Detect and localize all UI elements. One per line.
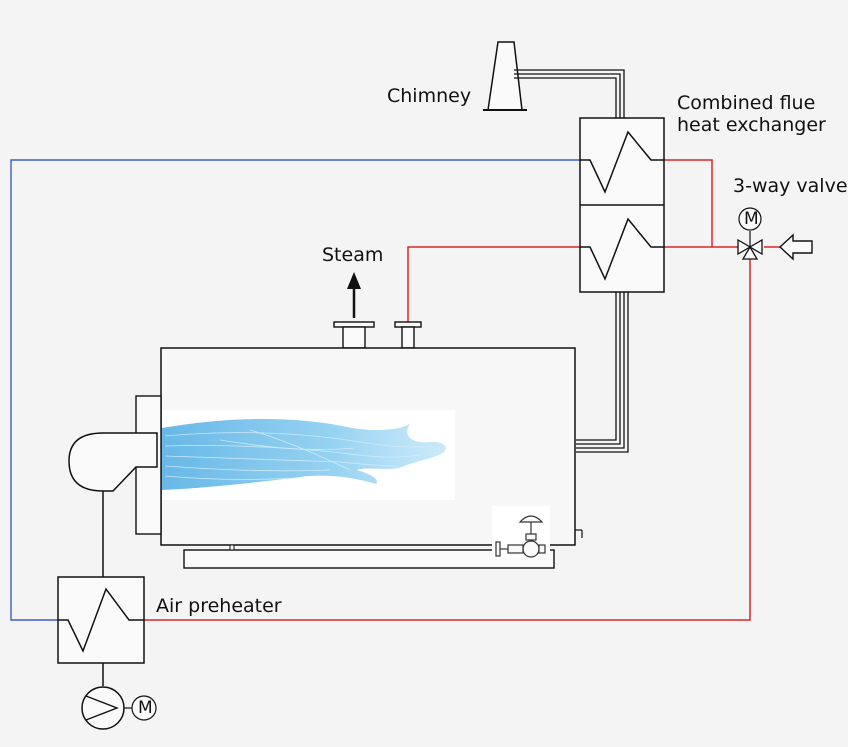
- inlet-arrow-icon: [778, 233, 813, 261]
- boiler-system-diagram: Chimney Combined flue heat exchanger 3-w…: [10, 41, 848, 730]
- motor-icon: [738, 207, 762, 231]
- steam-arrow-icon: [347, 272, 361, 318]
- diagram-canvas: [10, 41, 813, 730]
- chimney-icon: [483, 41, 527, 111]
- heat-exchanger-icon: [580, 130, 664, 194]
- pump-motor-label: M: [138, 698, 153, 718]
- air-preheater-label: Air preheater: [156, 595, 282, 617]
- water-lines: [144, 159, 786, 621]
- flue-duct-bottom: [576, 292, 629, 453]
- feed-valve-icon: [492, 506, 550, 558]
- pump-icon[interactable]: [81, 686, 157, 730]
- heat-exchanger-icon: [58, 587, 144, 653]
- motor-icon: [131, 695, 157, 721]
- steam-label: Steam: [322, 244, 384, 266]
- three-way-valve-icon[interactable]: [737, 207, 763, 260]
- combined-heat-exchanger-label-line1: Combined flue: [677, 92, 816, 114]
- air-preheater: [57, 576, 145, 664]
- flue-duct-top: [514, 69, 625, 118]
- air-line: [10, 159, 580, 621]
- three-way-valve-label: 3-way valve: [733, 175, 848, 197]
- flame-icon: [162, 410, 455, 500]
- heat-exchanger-icon: [580, 217, 664, 281]
- valve-motor-label: M: [744, 209, 759, 229]
- combined-heat-exchanger-label-line2: heat exchanger: [677, 114, 826, 136]
- feed-nozzle: [394, 321, 422, 349]
- steam-nozzle: [333, 321, 375, 349]
- combined-heat-exchanger: [579, 117, 665, 293]
- chimney-label: Chimney: [387, 85, 472, 107]
